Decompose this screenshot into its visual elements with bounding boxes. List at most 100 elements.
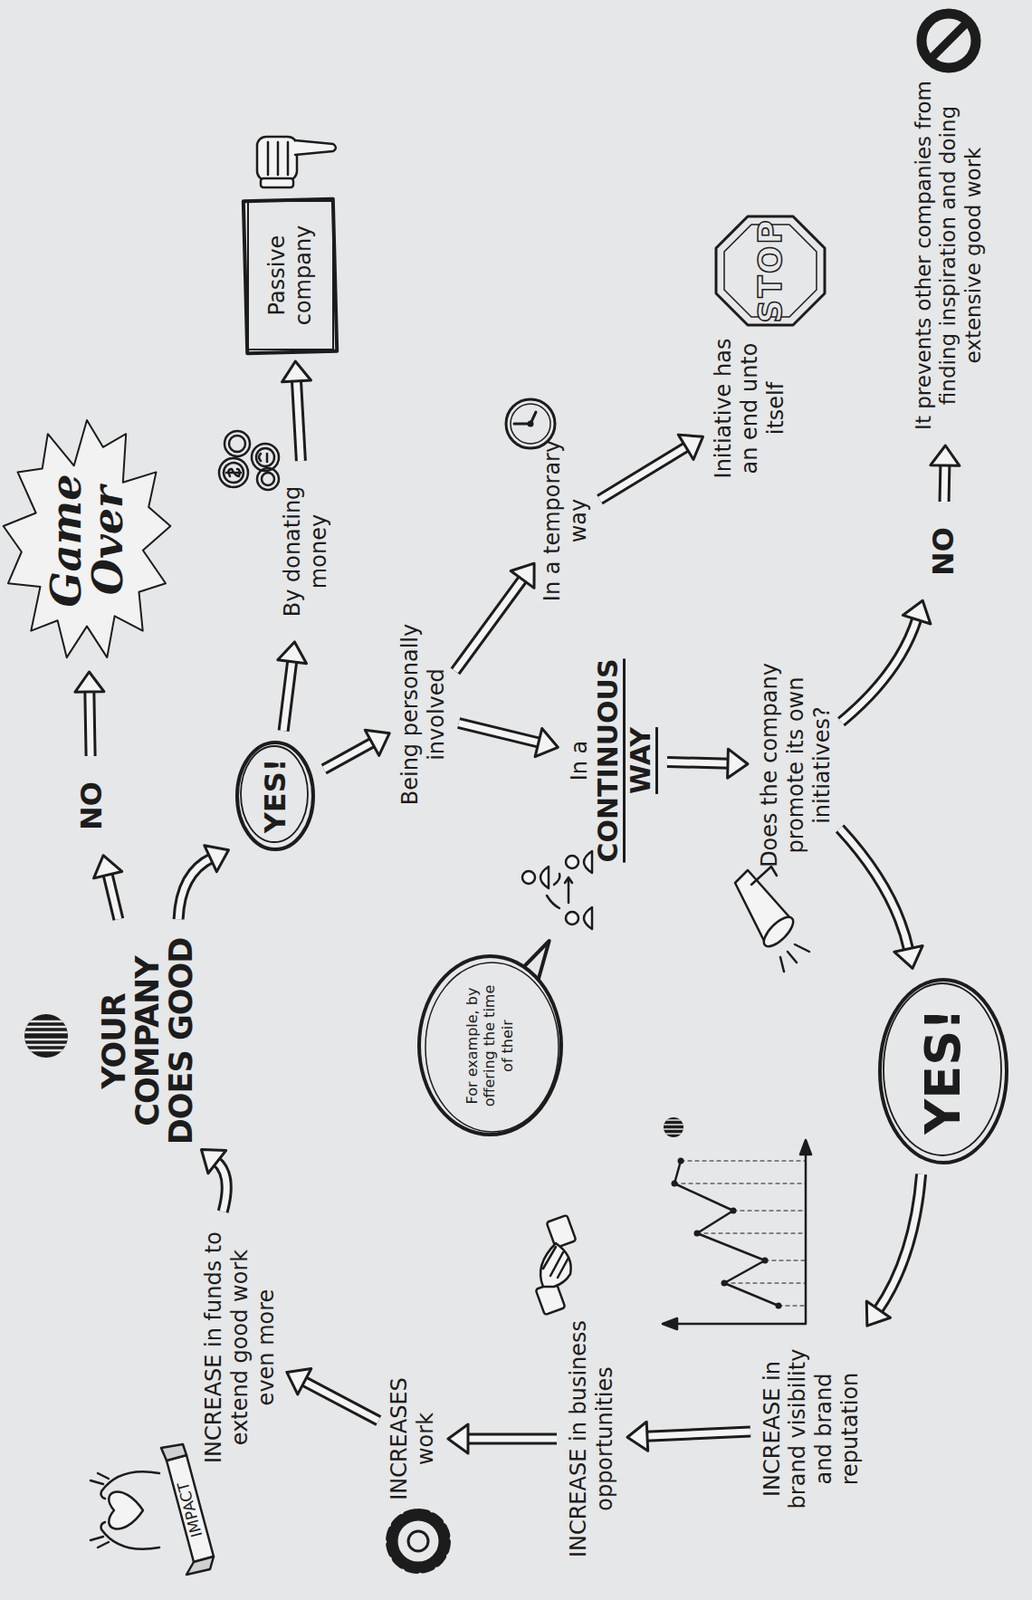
benefit-text: INCREASE in funds to extend good work ev… [200, 1220, 279, 1474]
flow-arrow [627, 1421, 751, 1451]
bubble-outline [425, 963, 559, 1133]
money-icon [219, 458, 249, 488]
arrow-shaft [941, 463, 949, 502]
growth-chart [733, 1209, 806, 1211]
money-icon [219, 430, 279, 490]
oval-outline [879, 979, 1007, 1163]
people-icon [522, 870, 536, 884]
flow-arrow [840, 600, 931, 722]
people-icon [540, 866, 549, 889]
step-text: In aCONTINUOUS WAY [566, 624, 659, 897]
arrow-shaft [600, 446, 688, 500]
arrow-head [866, 1300, 890, 1326]
growth-chart [778, 1304, 806, 1306]
arrow-shaft [667, 762, 730, 765]
node-text: By donating money [279, 469, 333, 633]
thumbs-down-icon [257, 136, 336, 188]
arrow-shaft [840, 828, 909, 951]
node-text: YES! [914, 1007, 974, 1135]
arrow-shaft [458, 723, 541, 744]
arrow-shaft [455, 577, 524, 671]
growth-chart [660, 1119, 688, 1134]
arrow-head [727, 748, 748, 778]
money-icon [261, 472, 275, 486]
node-text: In a [566, 624, 593, 897]
benefit-text: INCREASE in business opportunities [565, 1289, 619, 1588]
arrow-head [902, 600, 931, 624]
flow-arrow [840, 828, 923, 968]
money-icon [223, 462, 244, 483]
brand-logo [18, 1013, 75, 1058]
growth-chart [669, 1146, 806, 1324]
node-text: Does the company promote its own initiat… [756, 656, 835, 874]
brand-logo [18, 1049, 75, 1052]
arrow-shaft [296, 379, 301, 461]
flow-arrow [458, 723, 559, 757]
node-text: For example, by offering the time of the… [463, 982, 516, 1109]
node-text: INCREASE in brand visibility and brand r… [759, 1333, 864, 1524]
answer-label: NO [74, 764, 109, 847]
growth-chart [694, 1230, 701, 1237]
growth-chart [660, 1132, 688, 1135]
money-icon [258, 453, 268, 462]
arrow-shaft [645, 1431, 751, 1436]
stop-sign [716, 216, 825, 325]
growth-chart [671, 1180, 679, 1187]
arrow-shaft [89, 689, 91, 756]
arrow-shaft [215, 1160, 227, 1212]
handshake-icon [546, 1214, 577, 1248]
arrow-head [678, 434, 703, 459]
arrow-shaft [944, 463, 946, 502]
impact-icon [90, 1443, 214, 1575]
benefit-text: INCREASE in brand visibility and brand r… [759, 1333, 864, 1524]
arrow-shaft [840, 617, 918, 722]
flow-arrow [282, 361, 312, 461]
growth-chart [724, 1281, 806, 1283]
gear-icon [391, 1513, 446, 1568]
people-icon [522, 850, 593, 929]
arrow-shaft [215, 1160, 227, 1212]
flow-arrow [930, 445, 960, 502]
flow-arrow [448, 1423, 557, 1453]
arrow-shaft [324, 741, 374, 769]
arrow-shaft [840, 828, 909, 951]
growth-chart [674, 1160, 779, 1306]
outcome-text: It prevents other companies from finding… [911, 74, 987, 437]
node-text: INCREASE in business opportunities [565, 1289, 619, 1588]
arrow-head [627, 1421, 649, 1451]
arrow-shaft [840, 828, 909, 951]
arrow-shaft [303, 1380, 380, 1421]
arrow-head [204, 845, 230, 872]
arrow-shaft [107, 872, 119, 919]
growth-chart [674, 1182, 806, 1184]
clock-icon [528, 421, 533, 426]
arrow-shaft [458, 723, 541, 744]
node-text: NO [926, 510, 961, 593]
impact-icon [186, 1556, 214, 1575]
game-over-burst: Game Over [0, 418, 173, 663]
arrow-shaft [455, 577, 524, 671]
people-icon [565, 855, 579, 869]
arrow-shaft [178, 857, 212, 919]
benefit-text: INCREASES work [386, 1352, 440, 1525]
megaphone-icon [751, 866, 777, 885]
growth-chart [660, 1123, 688, 1126]
arrow-shaft [324, 741, 374, 769]
growth-chart [680, 1159, 806, 1161]
impact-icon [161, 1443, 187, 1461]
megaphone-icon [759, 912, 798, 951]
arrow-shaft [215, 1160, 227, 1212]
brand-logo [18, 1031, 75, 1034]
arrow-shaft [283, 659, 293, 731]
node-text: YOUR COMPANY DOES GOOD [97, 927, 198, 1155]
prohibition-sign [921, 13, 976, 68]
arrow-shaft [303, 1380, 380, 1421]
step-text: Being personally involved [397, 601, 450, 828]
arrow-head [200, 1149, 226, 1174]
stop-sign-text: STOP [754, 218, 787, 323]
node-text: CONTINUOUS WAY [592, 624, 658, 897]
people-icon [565, 911, 579, 925]
